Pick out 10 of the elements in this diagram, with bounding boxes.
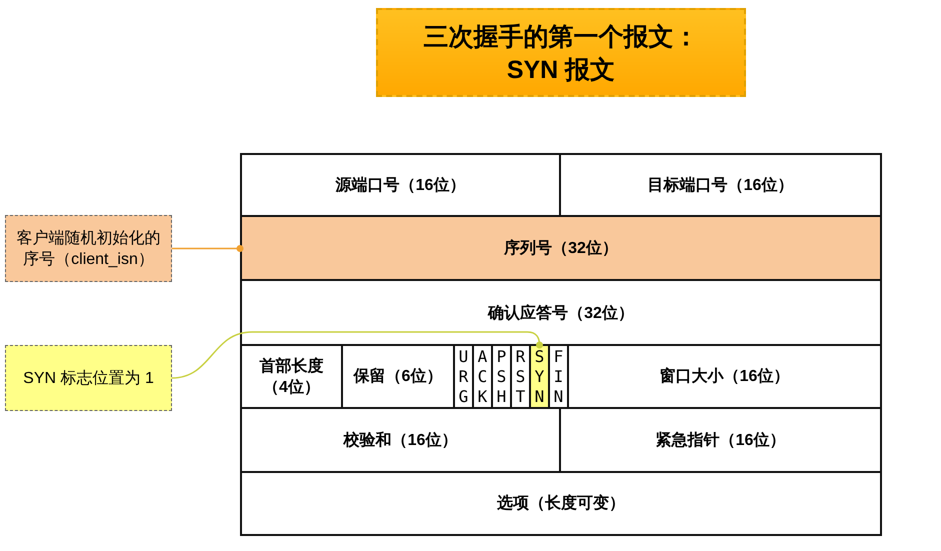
callout-box: 客户端随机初始化的序号（client_isn） [5, 215, 172, 282]
leader-line [172, 245, 244, 252]
leader-line [172, 331, 543, 379]
title-banner: 三次握手的第一个报文：SYN 报文 [376, 8, 746, 97]
field-cell: 选项（长度可变） [240, 471, 882, 536]
field-cell: 序列号（32位） [240, 215, 882, 281]
callout-box: SYN 标志位置为 1 [5, 345, 172, 411]
field-cell: 确认应答号（32位） [240, 279, 882, 346]
field-cell: 源端口号（16位） [240, 153, 561, 217]
field-cell: 目标端口号（16位） [559, 153, 882, 217]
